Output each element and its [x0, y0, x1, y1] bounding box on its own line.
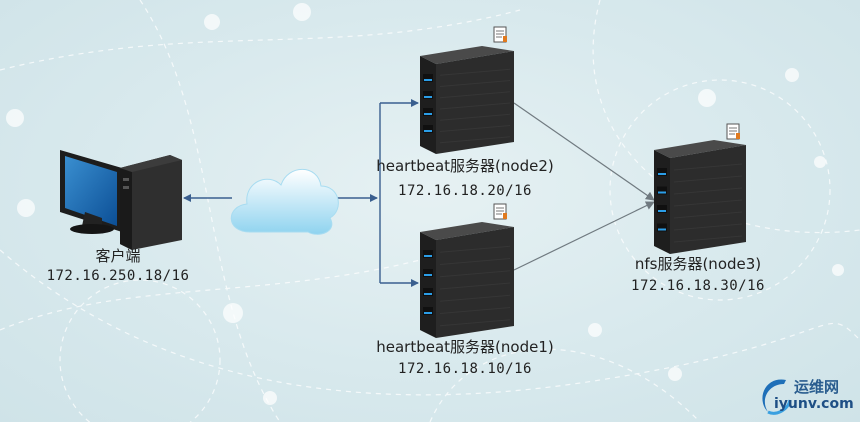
document-icon-node1	[493, 203, 507, 220]
node1-ip: 172.16.18.10/16	[398, 361, 532, 377]
link-node1-node3	[513, 201, 655, 271]
watermark-swirl-icon	[762, 379, 792, 415]
node1-label: heartbeat服务器(node1)	[376, 338, 554, 356]
node2-label: heartbeat服务器(node2)	[376, 157, 554, 175]
server-node2-icon	[420, 46, 514, 154]
watermark-name: 运维网	[794, 378, 840, 396]
node2-ip: 172.16.18.20/16	[398, 183, 532, 199]
server-node3-icon	[654, 140, 746, 254]
document-icon-node2	[493, 26, 507, 43]
document-icon-node3	[726, 123, 740, 140]
watermark: 运维网 iyunv.com	[754, 370, 854, 418]
watermark-url: iyunv.com	[774, 396, 854, 412]
server-node1-icon	[420, 222, 514, 338]
client-label: 客户端	[95, 247, 141, 265]
node3-ip: 172.16.18.30/16	[631, 278, 765, 294]
client-ip: 172.16.250.18/16	[46, 268, 190, 284]
client-computer-icon	[60, 150, 182, 250]
node3-label: nfs服务器(node3)	[634, 255, 762, 273]
link-node2-node3	[513, 102, 655, 201]
cloud-icon	[230, 169, 339, 235]
